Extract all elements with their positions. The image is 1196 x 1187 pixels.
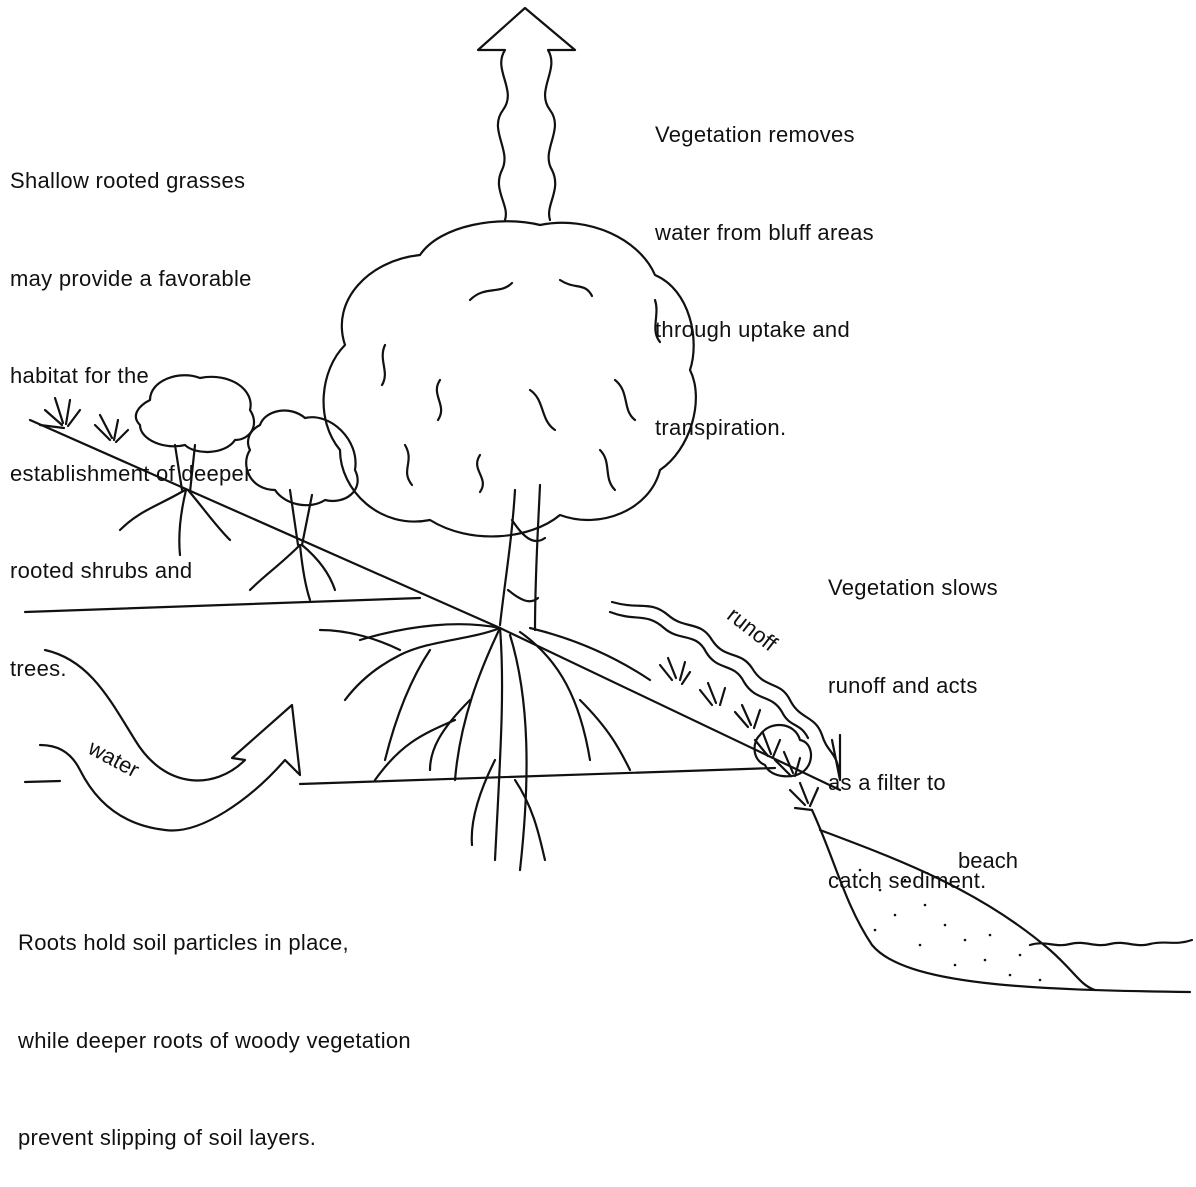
large-tree-canopy: [324, 221, 696, 536]
caption-line: water from bluff areas: [655, 217, 874, 250]
caption-line: Vegetation removes: [655, 119, 874, 152]
caption-line: trees.: [10, 653, 252, 686]
caption-roots: Roots hold soil particles in place, whil…: [18, 862, 411, 1187]
water-surface: [1030, 940, 1192, 945]
runoff-arrow: [612, 602, 840, 780]
small-tree-2-roots: [250, 545, 335, 600]
caption-transpiration: Vegetation removes water from bluff area…: [655, 54, 874, 477]
beach-label: beach: [958, 848, 1018, 874]
caption-line: rooted shrubs and: [10, 555, 252, 588]
caption-grasses: Shallow rooted grasses may provide a fav…: [10, 100, 252, 718]
caption-line: runoff and acts: [828, 670, 998, 703]
caption-line: through uptake and: [655, 314, 874, 347]
caption-line: transpiration.: [655, 412, 874, 445]
caption-line: habitat for the: [10, 360, 252, 393]
caption-line: establishment of deeper: [10, 458, 252, 491]
canopy-texture: [382, 280, 660, 492]
caption-line: Shallow rooted grasses: [10, 165, 252, 198]
large-tree-trunk: [500, 485, 545, 630]
caption-line: may provide a favorable: [10, 263, 252, 296]
transpiration-arrow: [478, 8, 575, 220]
caption-line: while deeper roots of woody vegetation: [18, 1025, 411, 1058]
caption-line: Vegetation slows: [828, 572, 998, 605]
large-tree-roots: [320, 624, 650, 870]
caption-line: as a filter to: [828, 767, 998, 800]
runoff-arrow-lower: [610, 612, 808, 738]
caption-line: prevent slipping of soil layers.: [18, 1122, 411, 1155]
caption-line: Roots hold soil particles in place,: [18, 927, 411, 960]
